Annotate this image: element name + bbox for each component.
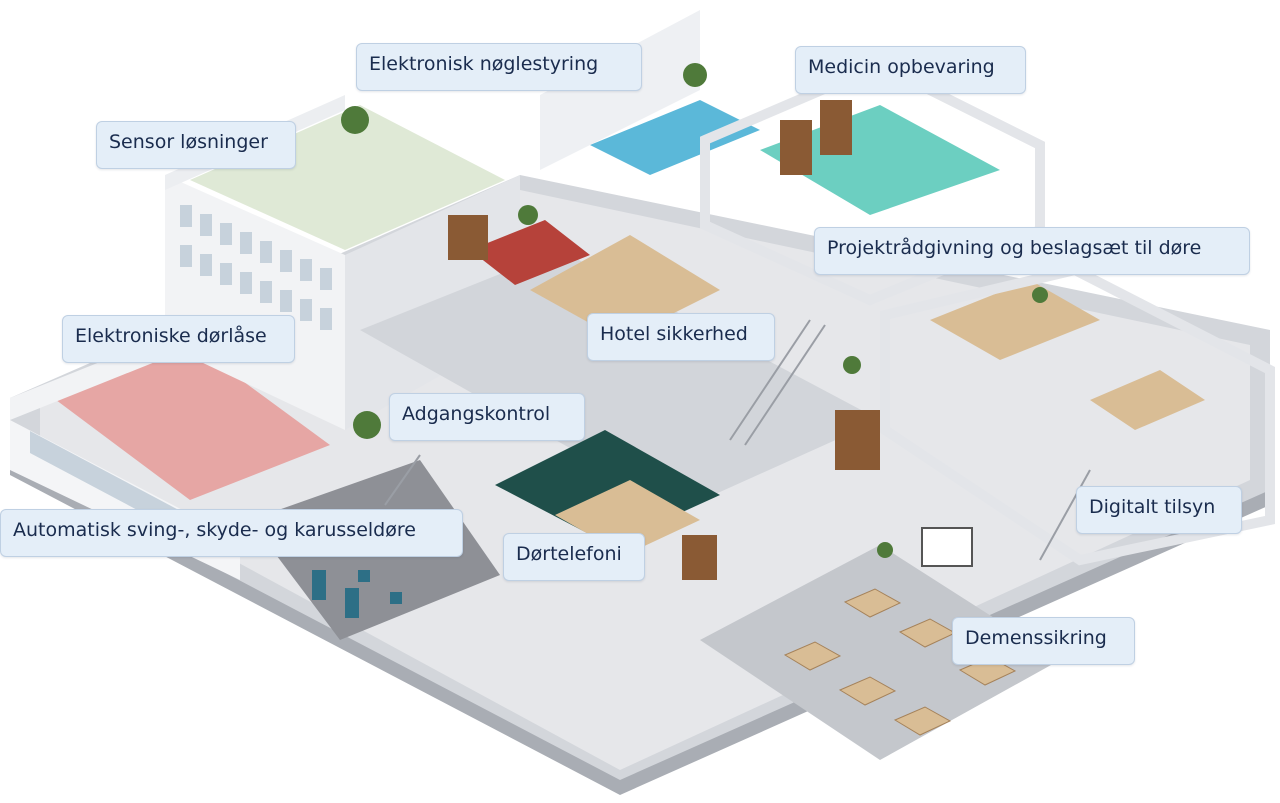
- label-medicin-opbevaring[interactable]: Medicin opbevaring: [795, 46, 1026, 94]
- blue-room-floor: [590, 100, 760, 175]
- office-room-floor: [1090, 370, 1205, 430]
- bookshelves: [448, 100, 880, 580]
- red-room-floor: [470, 220, 590, 285]
- lounge-chairs: [312, 570, 402, 618]
- tower-windows: [180, 205, 332, 330]
- label-digitalt-tilsyn[interactable]: Digitalt tilsyn: [1076, 486, 1242, 534]
- stairs: [384, 319, 1091, 561]
- label-sensor-loesninger[interactable]: Sensor løsninger: [96, 121, 296, 169]
- label-elektroniske-doerlaase[interactable]: Elektroniske dørlåse: [62, 315, 295, 363]
- label-projektraadgivning[interactable]: Projektrådgivning og beslagsæt til døre: [814, 227, 1250, 275]
- dining-tables: [783, 588, 1017, 736]
- label-doertelefoni[interactable]: Dørtelefoni: [503, 533, 645, 581]
- central-corridor-floor: [360, 250, 880, 510]
- tower-top-floor: [190, 105, 505, 250]
- label-elektronisk-noeglestyring[interactable]: Elektronisk nøglestyring: [356, 43, 642, 91]
- label-demenssikring[interactable]: Demenssikring: [952, 617, 1135, 665]
- plants: [341, 63, 1048, 558]
- label-adgangskontrol[interactable]: Adgangskontrol: [389, 393, 585, 441]
- dark-teal-room-floor: [555, 480, 700, 555]
- label-automatiske-doere[interactable]: Automatisk sving-, skyde- og karusseldør…: [0, 509, 463, 557]
- basketball-hoop: [921, 527, 973, 567]
- tower-left-face: [165, 175, 345, 430]
- dining-area-floor: [700, 545, 1060, 760]
- label-hotel-sikkerhed[interactable]: Hotel sikkerhed: [587, 313, 775, 361]
- meeting-room-floor: [930, 280, 1100, 360]
